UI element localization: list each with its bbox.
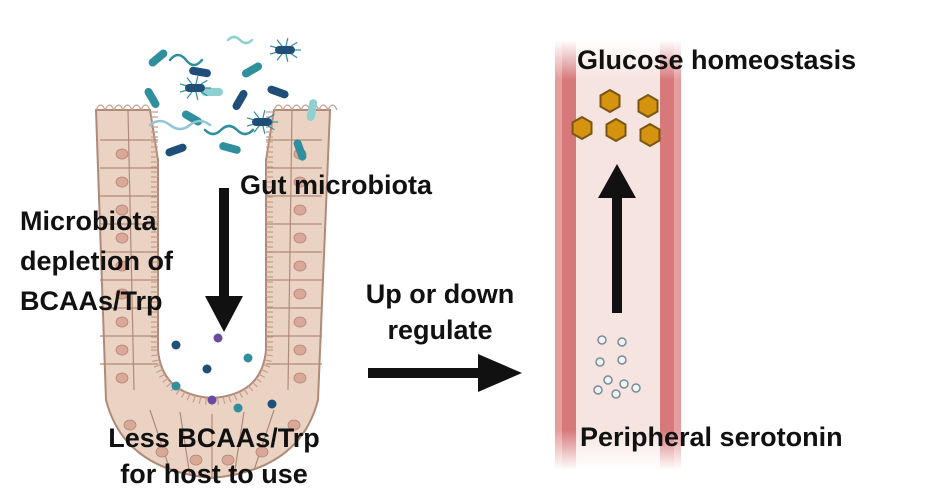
depletion-label-line1: Microbiota — [20, 206, 157, 236]
amino-acid-molecule-icon — [171, 333, 277, 413]
bacteria-icon — [144, 35, 318, 161]
intestinal-villus-icon — [94, 104, 338, 480]
right-arrow-icon — [368, 354, 522, 392]
gut-microbiota-label: Gut microbiota — [240, 170, 433, 200]
glucose-hexagon-icon — [571, 88, 661, 148]
depletion-label-line3: BCAAs/Trp — [20, 286, 163, 316]
glucose-homeostasis-label: Glucose homeostasis — [577, 45, 857, 75]
less-bcaas-label-line1: Less BCAAs/Trp — [108, 423, 320, 453]
regulate-label-line1: Up or down — [365, 279, 515, 309]
blood-vessel-icon — [555, 40, 681, 470]
upward-arrow-icon — [598, 164, 636, 313]
less-bcaas-label-line2: for host to use — [120, 459, 308, 489]
regulate-label-line2: regulate — [387, 315, 493, 345]
peripheral-serotonin-label: Peripheral serotonin — [580, 422, 843, 452]
downward-arrow-icon — [205, 188, 243, 332]
serotonin-particle-icon — [593, 335, 641, 399]
depletion-label-line2: depletion of — [20, 246, 173, 276]
